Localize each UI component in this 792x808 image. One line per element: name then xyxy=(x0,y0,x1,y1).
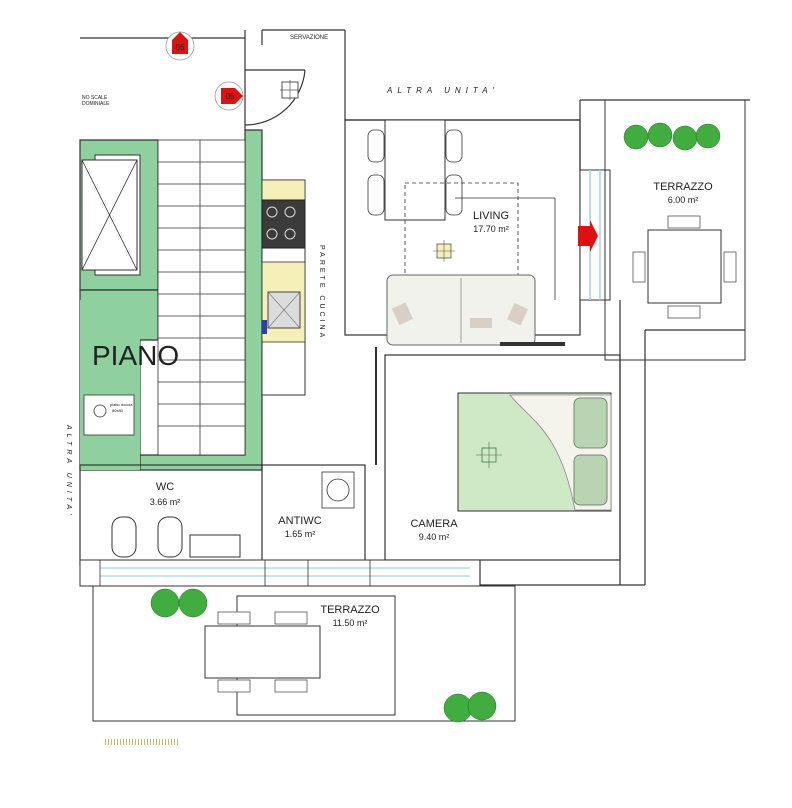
cooktop-icon xyxy=(261,199,306,249)
camera-area: 9.40 m² xyxy=(419,532,450,542)
terrace-bottom-area: 11.50 m² xyxy=(333,618,368,628)
marker-05: 05 xyxy=(214,81,244,111)
bedroom xyxy=(375,347,621,574)
shower-icon xyxy=(83,394,135,436)
staircase xyxy=(157,139,246,456)
svg-text:piatto doccia: piatto doccia xyxy=(110,402,133,407)
living-area xyxy=(344,119,581,346)
terrace-right-name: TERRAZZO xyxy=(653,181,713,193)
terrace-bottom xyxy=(92,585,516,745)
living-name: LIVING xyxy=(473,210,509,222)
altra-unita-top: ALTRA UNITA' xyxy=(386,86,499,95)
toilet-icon xyxy=(111,516,137,558)
bathroom: piatto doccia 80x80 xyxy=(79,394,366,566)
washbasin-icon xyxy=(189,534,241,558)
scale-note: NO SCALE xyxy=(82,95,108,101)
antiwc-area: 1.65 m² xyxy=(285,529,316,539)
scale-note-2: DOMINIALE xyxy=(82,101,110,107)
ceiling-light xyxy=(280,80,300,100)
piano-label: PIANO xyxy=(92,340,179,371)
terrace-bottom-name: TERRAZZO xyxy=(320,604,380,616)
elevator-shaft xyxy=(81,159,138,271)
svg-text:05: 05 xyxy=(226,92,235,101)
wc-name: WC xyxy=(156,481,174,493)
living-area-value: 17.70 m² xyxy=(473,224,509,234)
antiwc-name: ANTIWC xyxy=(278,515,321,527)
svg-text:80x80: 80x80 xyxy=(112,408,124,413)
altra-unita-left: ALTRA UNITA' xyxy=(65,424,72,519)
terrace-right-area: 6.00 m² xyxy=(668,195,699,205)
plant-icon xyxy=(150,588,497,723)
camera-name: CAMERA xyxy=(410,518,458,530)
servazione-label: SERVAZIONE xyxy=(290,35,328,41)
wc-area: 3.66 m² xyxy=(150,497,181,507)
bottom-glass xyxy=(79,559,481,587)
kitchen: PARETE CUCINA xyxy=(261,179,325,396)
parete-cucina-label: PARETE CUCINA xyxy=(318,245,325,340)
svg-text:06: 06 xyxy=(176,43,185,52)
bidet-icon xyxy=(157,516,183,558)
outer-walls xyxy=(479,300,745,586)
terrace-right xyxy=(604,99,746,361)
plant-icon xyxy=(623,122,721,151)
marker-06: 06 xyxy=(165,31,195,61)
